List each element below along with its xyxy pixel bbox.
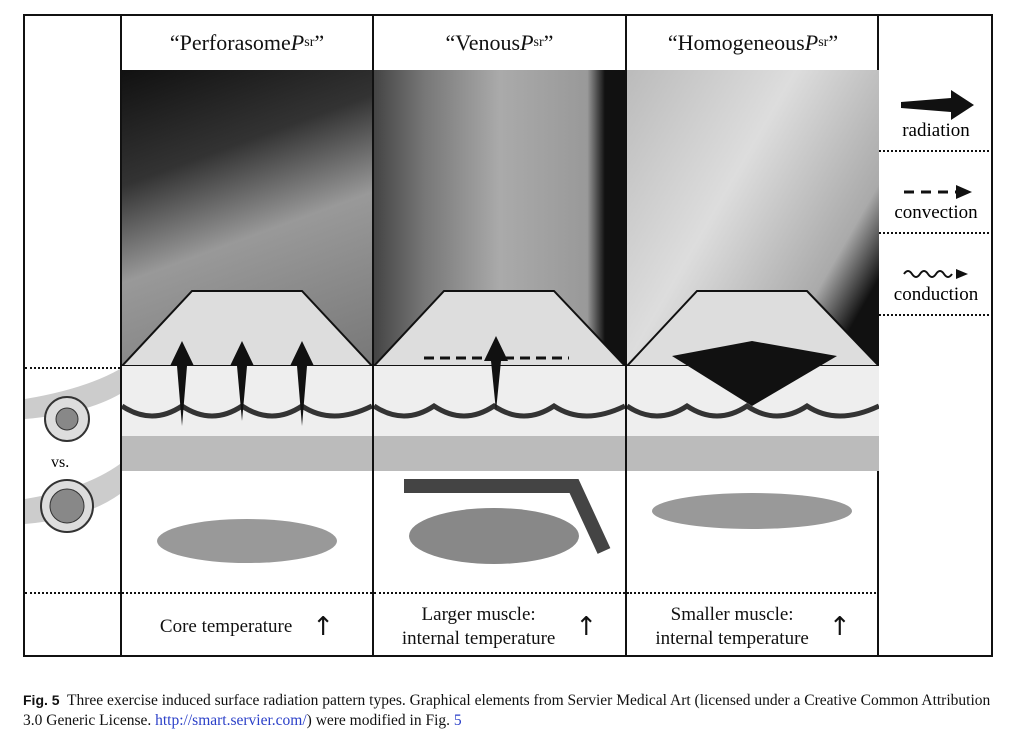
skin-layer-diagram — [122, 290, 372, 563]
up-arrow-icon: ↑ — [312, 611, 335, 642]
legend-item-conduction: conduction — [879, 234, 993, 316]
skin-layer-diagram — [627, 290, 879, 529]
vs-label: vs. — [51, 454, 70, 471]
servier-link[interactable]: http://smart.servier.com/ — [155, 712, 307, 729]
column-footer: Larger muscle:internal temperature↑ — [374, 592, 625, 659]
up-arrow-icon: ↑ — [828, 611, 851, 642]
column-footer: Core temperature↑ — [122, 592, 372, 659]
legend-item-convection: convection — [879, 152, 993, 234]
legend: radiation convection conduction — [879, 70, 993, 316]
legend-item-radiation: radiation — [879, 70, 993, 152]
figure-ref-link[interactable]: 5 — [453, 712, 462, 729]
skin-layer-diagram — [374, 290, 625, 564]
figure-caption: Fig. 5 Three exercise induced surface ra… — [23, 692, 991, 729]
vessel-comparison: vs. — [25, 367, 120, 594]
up-arrow-icon: ↑ — [575, 611, 598, 642]
dashed-arrow-icon — [904, 185, 972, 199]
wavy-arrow-icon — [903, 269, 968, 279]
solid-arrow-icon — [901, 90, 974, 120]
vessel-cross-section-icon — [25, 369, 120, 533]
column-footer: Smaller muscle:internal temperature↑ — [627, 592, 879, 659]
